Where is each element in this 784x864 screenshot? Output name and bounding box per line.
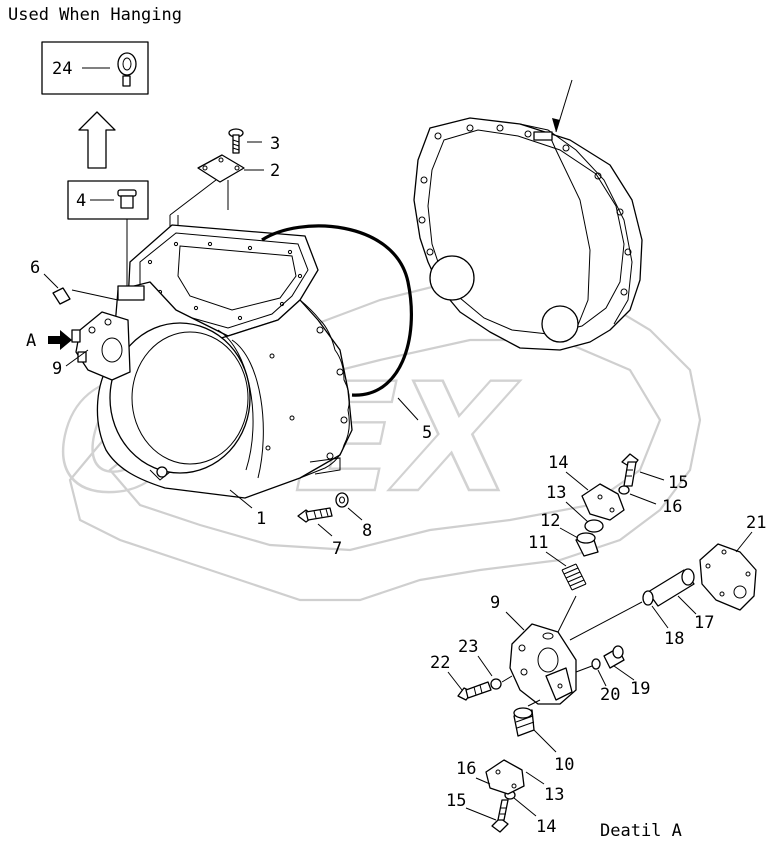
callout-16-upper: 16: [662, 497, 682, 517]
spring-11-icon: [561, 563, 587, 591]
cover-16-lower-icon: [485, 759, 525, 795]
o-ring-5-icon: [261, 224, 413, 397]
check-valve-10-icon: [513, 707, 535, 737]
callout-22: 22: [430, 653, 450, 673]
callout-11: 11: [528, 533, 548, 553]
callout-9-main: 9: [52, 359, 62, 379]
callout-10: 10: [554, 755, 574, 775]
plug-19-icon: [603, 645, 625, 669]
callout-13-lower: 13: [544, 785, 564, 805]
bolt-15-upper-icon: [621, 453, 639, 487]
callout-15-lower: 15: [446, 791, 466, 811]
callout-15-upper: 15: [668, 473, 688, 493]
eye-bolt-box: 24: [41, 41, 149, 95]
sleeve-17-icon: [647, 568, 695, 607]
view-marker-a: A: [26, 331, 36, 351]
reference-housing: [413, 117, 643, 351]
washer-8-icon: [335, 492, 349, 508]
pin-6-icon: [52, 287, 71, 305]
callout-4: 4: [76, 191, 86, 211]
view-arrow-icon: [48, 330, 72, 350]
callout-19: 19: [630, 679, 650, 699]
up-arrow-icon: [78, 111, 116, 169]
plug-icon: [117, 189, 137, 209]
callout-1: 1: [256, 509, 266, 529]
flywheel-housing-1: [96, 224, 353, 499]
bolt-3-icon: [228, 128, 244, 154]
callout-12: 12: [540, 511, 560, 531]
callout-23: 23: [458, 637, 478, 657]
cover-21-icon: [699, 543, 757, 611]
bolt-7-icon: [297, 507, 333, 523]
callout-14-upper: 14: [548, 453, 568, 473]
callout-13-upper: 13: [546, 483, 566, 503]
cover-14-upper-icon: [581, 483, 625, 521]
callout-14-lower: 14: [536, 817, 556, 837]
bolt-15-lower-icon: [491, 799, 509, 833]
eye-bolt-icon: [117, 52, 137, 87]
bolt-22-icon: [457, 681, 492, 701]
callout-7: 7: [332, 539, 342, 559]
callout-18: 18: [664, 629, 684, 649]
callout-24: 24: [52, 59, 72, 79]
o-ring-18-icon: [642, 590, 654, 606]
valve-body-9-main: [71, 311, 131, 381]
callout-20: 20: [600, 685, 620, 705]
callout-16-lower: 16: [456, 759, 476, 779]
callout-9-detail: 9: [490, 593, 500, 613]
o-ring-13-upper-icon: [584, 519, 604, 533]
cover-plate-2-icon: [197, 154, 245, 183]
plug-box: 4: [67, 180, 149, 290]
callout-3: 3: [270, 134, 280, 154]
used-when-hanging-caption: Used When Hanging: [8, 5, 182, 25]
callout-21: 21: [746, 513, 766, 533]
valve-body-9-detail: [509, 623, 577, 705]
callout-8: 8: [362, 521, 372, 541]
callout-6: 6: [30, 258, 40, 278]
callout-17: 17: [694, 613, 714, 633]
callout-2: 2: [270, 161, 280, 181]
detail-a-caption: Deatil A: [600, 821, 682, 841]
callout-5: 5: [422, 423, 432, 443]
washer-20-icon: [591, 658, 601, 670]
washer-16-upper-icon: [618, 485, 630, 495]
washer-23-icon: [490, 678, 502, 690]
